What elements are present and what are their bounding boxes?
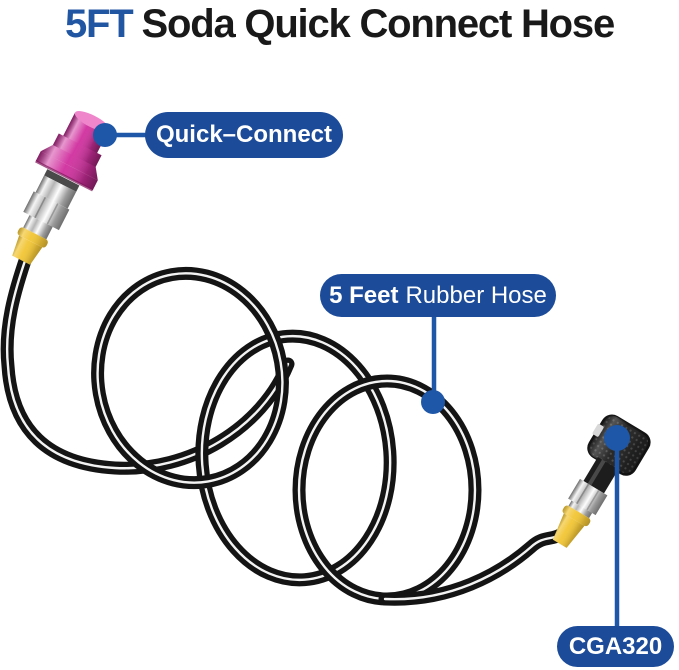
quick-connect-fitting xyxy=(12,111,110,265)
title-highlight: 5FT xyxy=(64,2,134,46)
hose-loop-left xyxy=(91,266,289,490)
title-rest: Soda Quick Connect Hose xyxy=(141,2,616,46)
callout-dots xyxy=(93,123,630,451)
hose-exit-tail xyxy=(378,528,567,606)
cga320-label: CGA320 xyxy=(557,626,674,667)
quick-connect-label: Quick–Connect xyxy=(145,112,343,158)
rubber-hose-callout-dot xyxy=(421,390,445,414)
hose-coil xyxy=(0,245,567,606)
rubber-hose-label-bold: 5 Feet xyxy=(329,281,399,309)
rubber-hose-label: 5 Feet Rubber Hose xyxy=(320,274,556,317)
cga320-label-text: CGA320 xyxy=(568,632,663,660)
hose-loop-middle xyxy=(195,329,397,587)
rubber-hose-label-rest: Rubber Hose xyxy=(405,281,547,309)
cga320-callout-dot xyxy=(604,425,630,451)
knob-notch xyxy=(592,423,604,437)
hose-entry-tail xyxy=(0,245,295,475)
quick-connect-callout-dot xyxy=(93,123,117,147)
quick-connect-label-text: Quick–Connect xyxy=(155,121,333,148)
sleeve-dark-band xyxy=(44,169,80,192)
